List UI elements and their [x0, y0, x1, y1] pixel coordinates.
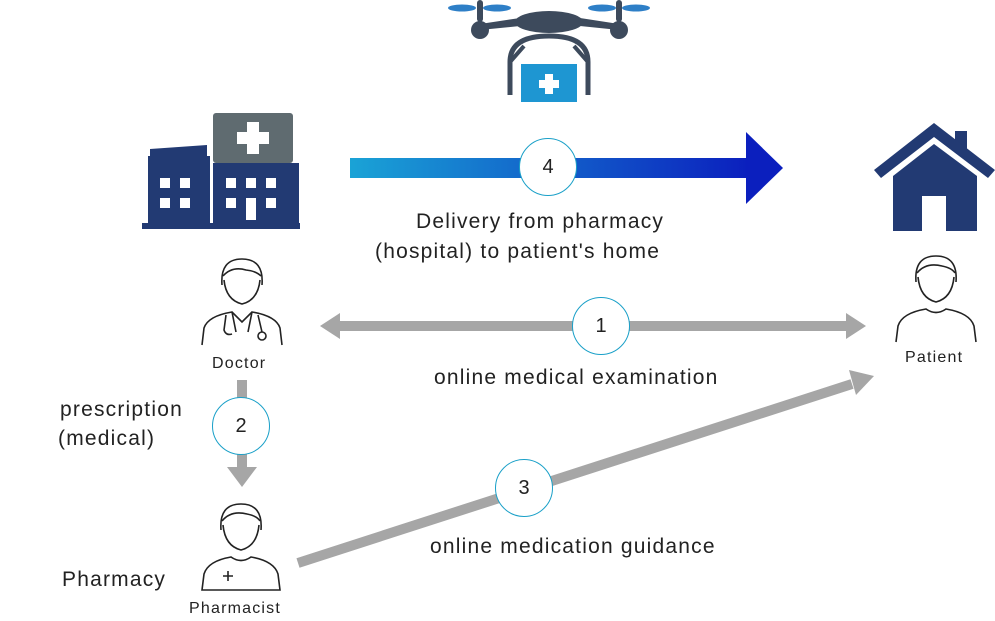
doctor-icon — [201, 258, 283, 346]
online-guidance-label: online medication guidance — [430, 535, 716, 558]
step-3-circle: 3 — [495, 459, 553, 517]
pharmacist-icon — [201, 503, 281, 591]
drone-icon — [448, 0, 650, 102]
guidance-arrow — [296, 370, 874, 568]
step-2-circle: 2 — [212, 397, 270, 455]
house-icon — [874, 123, 995, 231]
pharmacist-label: Pharmacist — [189, 600, 282, 617]
prescription-label-line2: (medical) — [58, 427, 156, 450]
step-4-circle: 4 — [519, 138, 577, 196]
pharmacy-label: Pharmacy — [62, 568, 167, 591]
prescription-label-line1: prescription — [60, 398, 183, 421]
online-examination-label: online medical examination — [434, 366, 719, 389]
step-1-circle: 1 — [572, 297, 630, 355]
doctor-label: Doctor — [212, 355, 267, 372]
hospital-icon — [142, 113, 300, 229]
patient-icon — [895, 255, 977, 343]
delivery-label-line1: Delivery from pharmacy — [416, 210, 665, 233]
patient-label: Patient — [905, 349, 964, 366]
delivery-label-line2: (hospital) to patient's home — [375, 240, 661, 263]
